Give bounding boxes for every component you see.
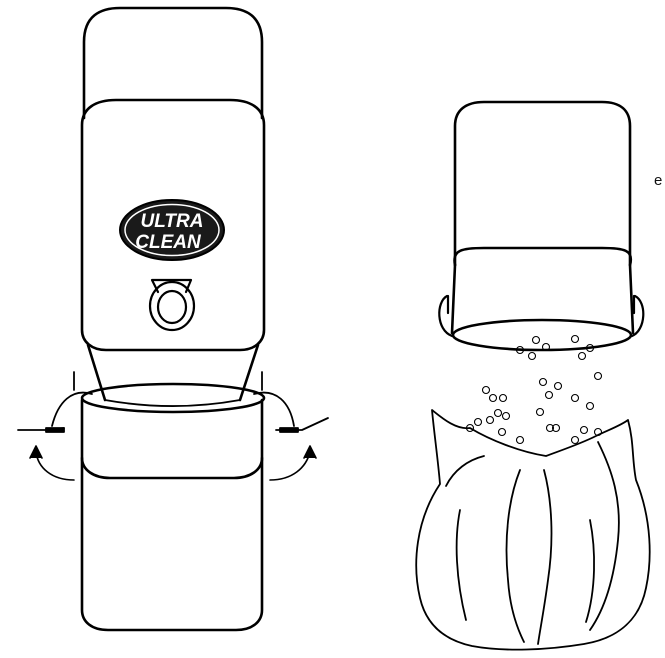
vacuum-unit-left: ULTRA CLEAN . [17,6,329,632]
filter-bag [415,409,651,651]
clamp-latch-left [17,371,93,433]
logo-text-ultra: ULTRA [141,211,204,232]
cropped-text-fragment: e [654,172,663,189]
clamp-latch-right [253,371,329,433]
bucket-latch-right [630,294,645,338]
canister-emptying-right [415,100,651,651]
rotate-arrow-right-icon [269,445,317,481]
rotate-arrow-left-icon [29,445,75,481]
canister-opening [451,318,633,352]
logo-text-clean: CLEAN [135,232,202,253]
falling-debris [465,334,603,445]
inlet-valve-icon [148,278,196,332]
bucket-latch-left [438,294,454,338]
logo-mark: . [205,240,208,250]
dirt-canister [80,382,266,632]
ultra-clean-logo: ULTRA CLEAN . [119,199,225,261]
unit-body [80,98,266,352]
unit-neck [86,343,260,402]
canister-bucket [453,100,632,267]
motor-cover [82,6,264,120]
